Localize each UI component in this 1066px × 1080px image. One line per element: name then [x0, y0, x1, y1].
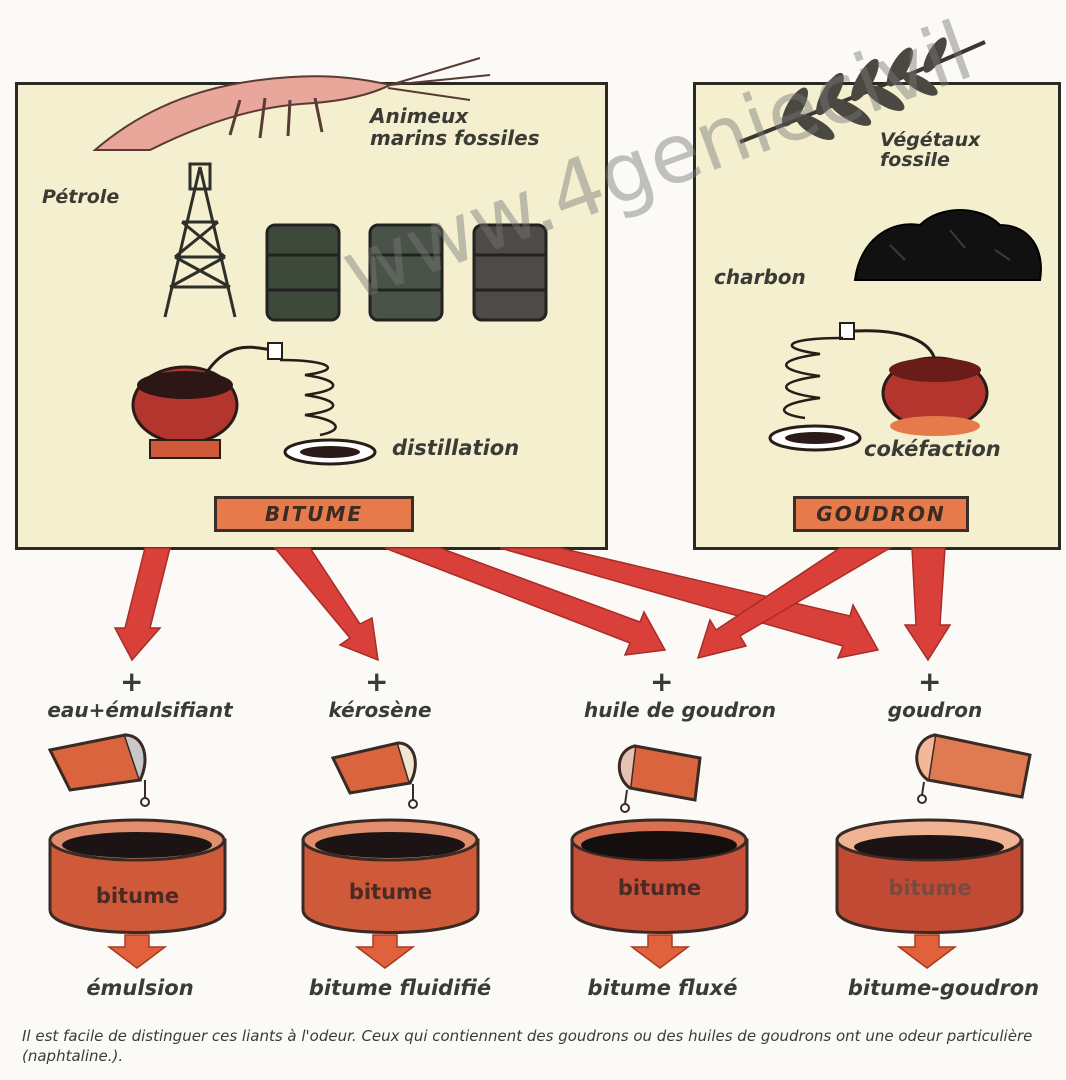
footnote: Il est facile de distinguer ces liants à… [22, 1026, 1052, 1066]
additive-label: goudron [860, 698, 1010, 722]
pouring-bucket-icon [328, 738, 428, 813]
bitume-pot-icon [298, 815, 483, 935]
down-arrow-icon [630, 935, 690, 970]
additive-label: kérosène [290, 698, 470, 722]
pot-label: bitume [602, 876, 717, 900]
plus-symbol: + [120, 668, 143, 696]
arrow-bitume-to-fluidifie [275, 548, 378, 660]
bitume-pot-icon [832, 815, 1027, 935]
pouring-bucket-icon [910, 725, 1040, 810]
result-label: émulsion [35, 976, 245, 1000]
plus-symbol: + [918, 668, 941, 696]
bitume-pot-icon [45, 815, 230, 935]
arrow-bitume-to-emulsion [115, 548, 170, 660]
pot-label: bitume [870, 876, 990, 900]
pouring-bucket-icon [615, 738, 715, 818]
arrow-goudron-to-goudron [905, 548, 950, 660]
result-label: bitume fluxé [550, 976, 775, 1000]
additive-label: huile de goudron [560, 698, 800, 722]
bitume-pot-icon [567, 815, 752, 935]
down-arrow-icon [897, 935, 957, 970]
result-label: bitume fluidifié [285, 976, 515, 1000]
additive-label: eau+émulsifiant [15, 698, 265, 722]
pot-label: bitume [333, 880, 448, 904]
pouring-bucket-icon [45, 730, 160, 810]
down-arrow-icon [355, 935, 415, 970]
pot-label: bitume [80, 884, 195, 908]
down-arrow-icon [107, 935, 167, 970]
result-label: bitume-goudron [826, 976, 1061, 1000]
plus-symbol: + [365, 668, 388, 696]
plus-symbol: + [650, 668, 673, 696]
